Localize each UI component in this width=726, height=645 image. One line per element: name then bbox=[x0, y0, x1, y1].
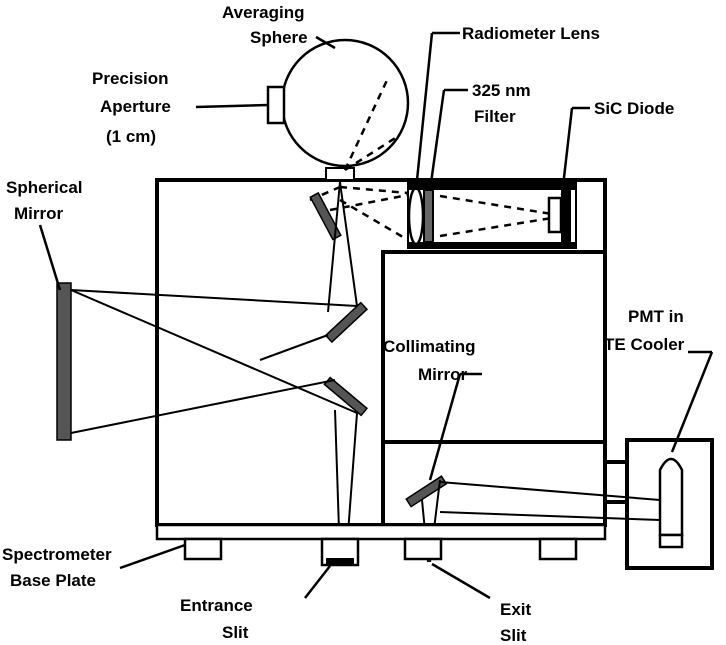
label-pmt-1: PMT in bbox=[628, 307, 684, 326]
leader-averaging-sphere bbox=[315, 35, 336, 50]
beam bbox=[327, 181, 341, 313]
leader-sic-diode bbox=[560, 107, 574, 196]
label-collimating-2: Mirror bbox=[418, 365, 468, 384]
label-entrance-1: Entrance bbox=[180, 596, 253, 615]
label-exit-1: Exit bbox=[500, 600, 532, 619]
lower-flat-mirror bbox=[323, 376, 369, 417]
label-spherical-2: Mirror bbox=[14, 204, 64, 223]
label-exit-2: Slit bbox=[500, 626, 527, 645]
fold-mirror bbox=[309, 191, 342, 241]
sic-diode-mount bbox=[561, 190, 571, 242]
exit-slit-mount bbox=[403, 537, 443, 561]
label-radiometer-lens: Radiometer Lens bbox=[462, 24, 600, 43]
foot bbox=[538, 537, 578, 561]
radiometer-ray bbox=[339, 198, 409, 242]
label-base-plate-2: Base Plate bbox=[10, 571, 96, 590]
label-base-plate-1: Spectrometer bbox=[2, 545, 112, 564]
leader-spherical-mirror bbox=[38, 224, 62, 291]
label-averaging-2: Sphere bbox=[250, 28, 308, 47]
radiometer-tube-bottom bbox=[408, 242, 576, 248]
beam bbox=[439, 481, 661, 501]
leader-collimating-mirror bbox=[428, 373, 462, 481]
base-plate bbox=[155, 523, 607, 541]
leader-filter bbox=[428, 89, 446, 191]
leader-pmt bbox=[670, 351, 714, 453]
label-averaging-1: Averaging bbox=[222, 3, 305, 22]
beam bbox=[70, 289, 358, 307]
radiometer-ray bbox=[439, 216, 553, 238]
label-entrance-2: Slit bbox=[222, 623, 249, 642]
label-sic-diode: SiC Diode bbox=[594, 99, 674, 118]
beam bbox=[70, 379, 336, 434]
radiometer-lens bbox=[407, 186, 425, 246]
beam bbox=[259, 334, 329, 361]
filter bbox=[423, 189, 434, 243]
radiometer-ray bbox=[339, 185, 409, 195]
pmt-housing bbox=[625, 438, 714, 570]
entrance-slit bbox=[326, 558, 354, 566]
precision-aperture bbox=[266, 85, 286, 125]
sphere-ray bbox=[344, 133, 401, 172]
spherical-mirror bbox=[56, 282, 72, 441]
label-filter-2: Filter bbox=[474, 107, 516, 126]
label-precision-1: Precision bbox=[92, 69, 169, 88]
sic-diode bbox=[547, 196, 563, 234]
pmt-tube bbox=[658, 457, 684, 537]
label-collimating-1: Collimating bbox=[383, 337, 476, 356]
label-precision-2: Aperture bbox=[100, 97, 171, 116]
upper-flat-mirror bbox=[324, 301, 369, 344]
label-pmt-2: TE Cooler bbox=[604, 335, 685, 354]
radiometer-tube-top bbox=[408, 182, 576, 190]
averaging-sphere bbox=[280, 38, 410, 168]
beam bbox=[70, 289, 358, 414]
label-spherical-1: Spherical bbox=[6, 178, 83, 197]
foot bbox=[183, 537, 223, 561]
leader-exit-slit bbox=[431, 562, 491, 600]
label-filter-1: 325 nm bbox=[472, 81, 531, 100]
leader-entrance-slit bbox=[304, 565, 331, 599]
label-precision-3: (1 cm) bbox=[106, 127, 156, 146]
beam bbox=[339, 181, 358, 307]
radiometer-ray bbox=[439, 194, 553, 216]
sphere-port bbox=[325, 167, 355, 181]
beam bbox=[439, 511, 661, 521]
leader-radiometer-lens bbox=[414, 32, 434, 191]
collimating-mirror bbox=[405, 475, 448, 508]
sphere-ray bbox=[343, 77, 390, 171]
leader-precision-aperture bbox=[195, 103, 269, 109]
leader-base-plate bbox=[119, 543, 186, 570]
inner-compartment bbox=[381, 250, 607, 527]
pmt-base bbox=[658, 533, 684, 549]
